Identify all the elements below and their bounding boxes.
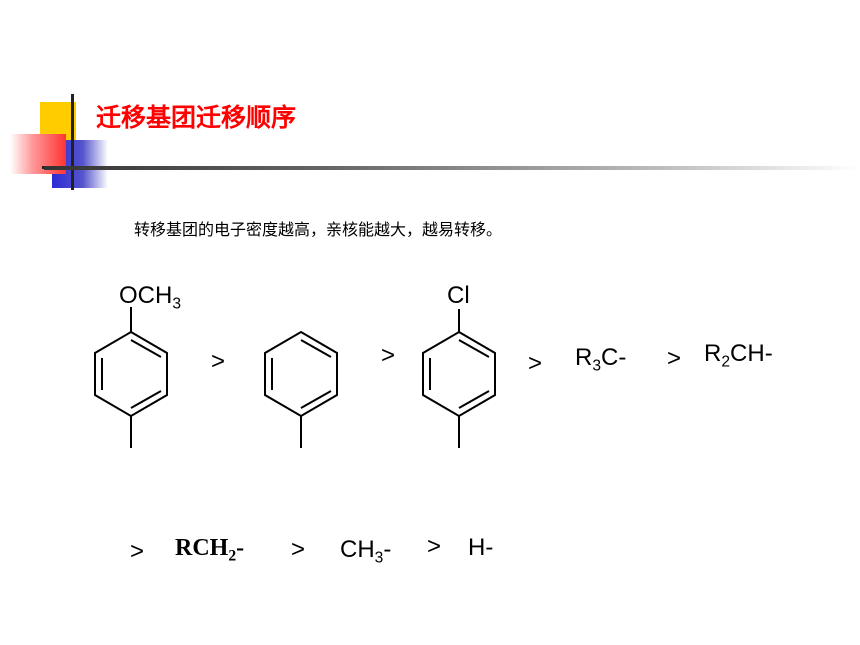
subtitle-text: 转移基团的电子密度越高，亲核能越大，越易转移。 bbox=[134, 220, 503, 239]
rch2-group: RCH2- bbox=[175, 535, 245, 565]
och3-label: OCH3 bbox=[119, 282, 182, 313]
title-underline bbox=[44, 166, 860, 170]
decor-vertical-line bbox=[71, 94, 74, 190]
gt-symbol-1: > bbox=[211, 348, 226, 375]
r2ch-group: R2CH- bbox=[704, 340, 773, 371]
benzene-ring-methoxy bbox=[94, 307, 168, 448]
benzene-ring-chloro bbox=[422, 309, 496, 448]
page-title: 迁移基团迁移顺序 bbox=[96, 103, 297, 132]
r3c-group: R3C- bbox=[575, 344, 627, 375]
cl-label: Cl bbox=[447, 282, 470, 309]
h-group: H- bbox=[468, 534, 494, 561]
gt-symbol-3: > bbox=[528, 350, 543, 377]
gt-symbol-2: > bbox=[381, 342, 396, 369]
gt-symbol-4: > bbox=[667, 345, 682, 372]
gt-symbol-5: > bbox=[130, 538, 145, 565]
gt-symbol-7: > bbox=[427, 533, 442, 560]
benzene-ring-plain bbox=[264, 330, 338, 448]
gt-symbol-6: > bbox=[291, 536, 306, 563]
ch3-group: CH3- bbox=[340, 536, 392, 567]
